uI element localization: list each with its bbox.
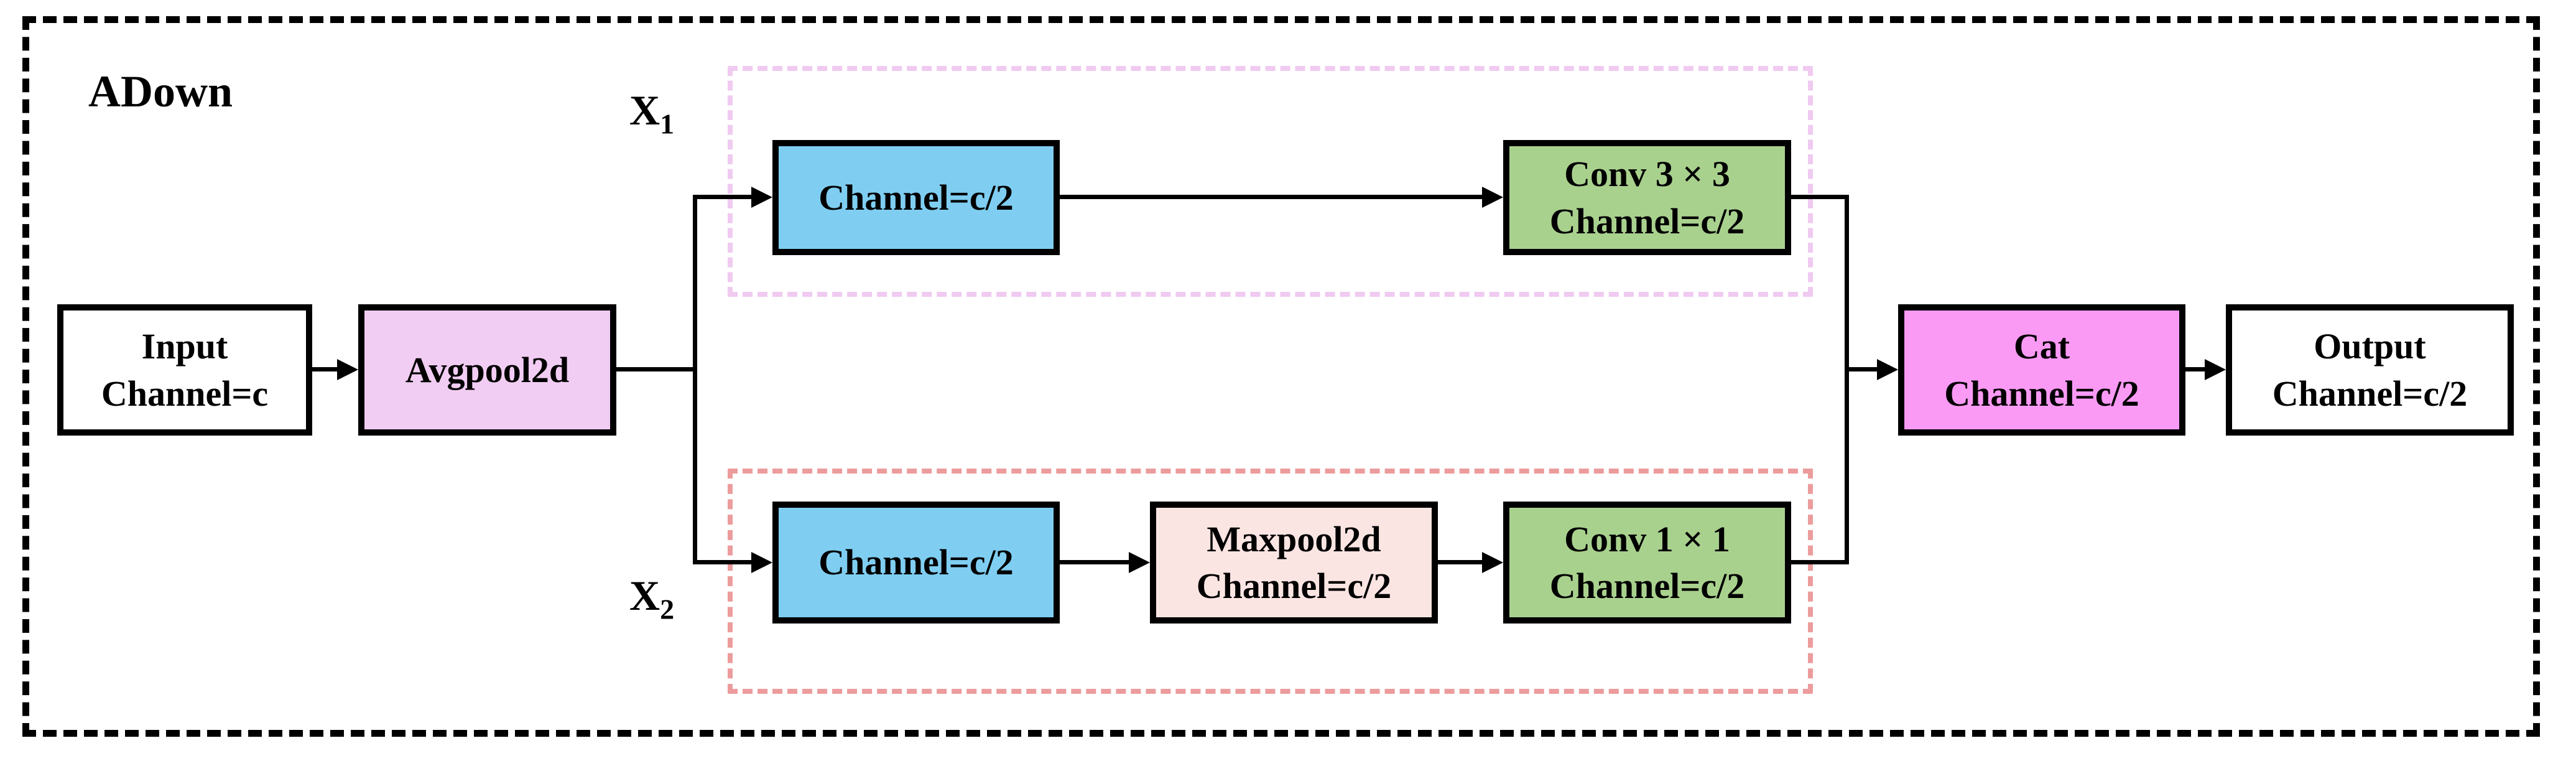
- arrowhead-icon: [1482, 552, 1503, 573]
- avgpool-node: Avgpool2d: [358, 304, 616, 436]
- edge-cat-output: [2185, 367, 2207, 371]
- cat-node-line2: Channel=c/2: [1944, 373, 2139, 414]
- cat-node: Cat Channel=c/2: [1898, 304, 2185, 436]
- edge-conv3x3-merge: [1791, 195, 1849, 199]
- edge-merge-vertical: [1845, 195, 1849, 564]
- conv3x3-node-line1: Conv 3 × 3: [1564, 154, 1730, 195]
- arrowhead-icon: [1482, 187, 1503, 208]
- conv1x1-node: Conv 1 × 1 Channel=c/2: [1503, 502, 1791, 624]
- arrowhead-icon: [337, 359, 358, 380]
- conv1x1-node-line2: Channel=c/2: [1549, 566, 1745, 606]
- edge-avgpool-split: [616, 367, 697, 371]
- outer-dashed-frame: [22, 16, 2540, 737]
- maxpool-node: Maxpool2d Channel=c/2: [1150, 502, 1438, 624]
- edge-split-branch1: [693, 195, 753, 199]
- cat-node-line1: Cat: [2013, 326, 2070, 367]
- edge-split-vertical: [693, 195, 697, 564]
- arrowhead-icon: [751, 552, 772, 573]
- arrowhead-icon: [1877, 359, 1898, 380]
- arrowhead-icon: [2205, 359, 2226, 380]
- branch2-container: [728, 469, 1813, 694]
- branch1-label: X1: [629, 86, 674, 138]
- branch2-channel-node: Channel=c/2: [772, 502, 1060, 624]
- edge-merge-cat: [1845, 367, 1879, 371]
- maxpool-node-line1: Maxpool2d: [1207, 518, 1381, 559]
- branch2-label: X2: [629, 571, 674, 624]
- branch1-container: [728, 66, 1813, 297]
- branch2-channel-line1: Channel=c/2: [818, 542, 1014, 583]
- edge-split-branch2: [693, 560, 753, 564]
- branch2-label-sub: 2: [660, 593, 675, 625]
- edge-maxpool-conv1x1: [1438, 560, 1484, 564]
- input-node-line1: Input: [141, 326, 228, 367]
- edge-input-avgpool: [312, 367, 339, 371]
- avgpool-node-line1: Avgpool2d: [405, 349, 570, 390]
- output-node-line2: Channel=c/2: [2272, 373, 2468, 414]
- branch1-channel-node: Channel=c/2: [772, 140, 1060, 255]
- conv3x3-node-line2: Channel=c/2: [1549, 200, 1745, 241]
- input-node-line2: Channel=c: [101, 373, 269, 414]
- maxpool-node-line2: Channel=c/2: [1196, 566, 1392, 606]
- input-node: Input Channel=c: [57, 304, 312, 436]
- output-node: Output Channel=c/2: [2226, 304, 2514, 436]
- diagram-title: ADown: [88, 67, 233, 116]
- arrowhead-icon: [751, 187, 772, 208]
- edge-branch1-conv3x3: [1060, 195, 1484, 199]
- branch1-channel-line1: Channel=c/2: [818, 177, 1014, 218]
- branch2-label-base: X: [629, 572, 660, 619]
- conv1x1-node-line1: Conv 1 × 1: [1564, 518, 1730, 559]
- branch1-label-sub: 1: [660, 108, 675, 140]
- branch1-label-base: X: [629, 86, 660, 134]
- edge-branch2-maxpool: [1060, 560, 1131, 564]
- output-node-line1: Output: [2314, 326, 2426, 367]
- conv3x3-node: Conv 3 × 3 Channel=c/2: [1503, 140, 1791, 255]
- edge-conv1x1-merge: [1791, 560, 1849, 564]
- arrowhead-icon: [1129, 552, 1150, 573]
